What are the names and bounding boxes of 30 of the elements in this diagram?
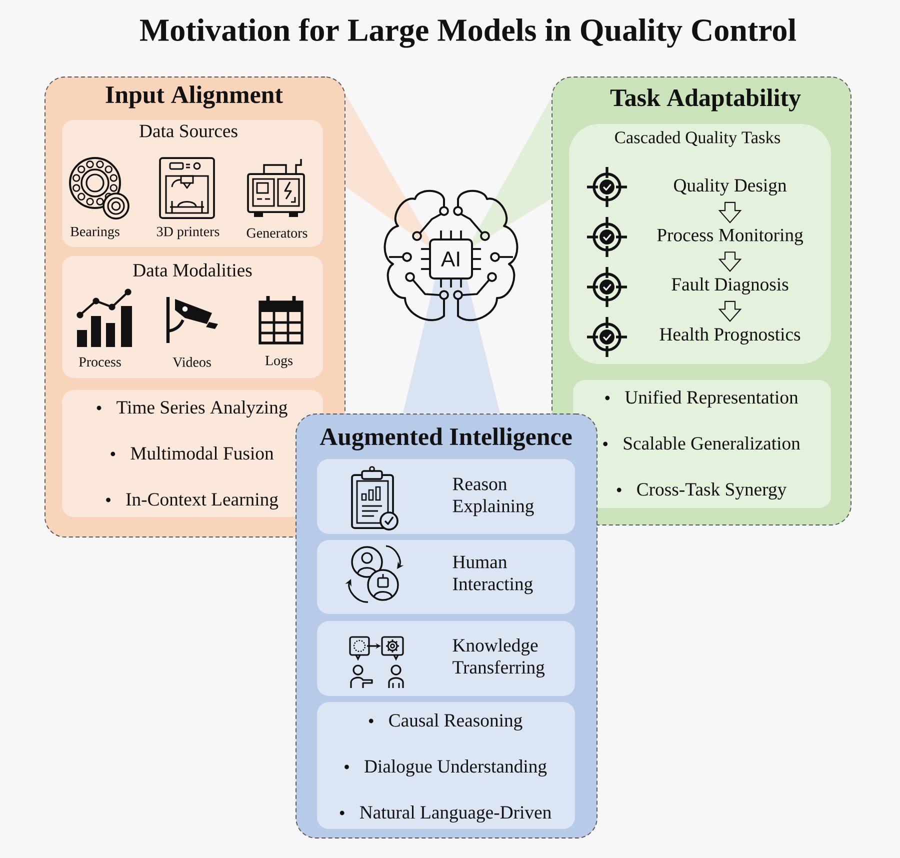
- list-item: Dialogue Understanding: [364, 760, 547, 777]
- arrow: [718, 252, 742, 272]
- feature-label: Knowledge Transferring: [452, 638, 545, 678]
- arrow: [718, 202, 742, 224]
- list-item: Unified Representation: [625, 390, 798, 408]
- diagram-title: Motivation for Large Models in Quality Control: [140, 18, 796, 48]
- light-beam: [403, 280, 500, 413]
- arrow: [718, 300, 742, 322]
- task-label: Process Monitoring: [657, 228, 804, 246]
- task-label: Health Prognostics: [660, 328, 800, 344]
- icon-caption: 3D printers: [156, 226, 220, 240]
- light-beam: [473, 98, 551, 246]
- list-item: Cross-Task Synergy: [637, 482, 787, 500]
- task-label: Fault Diagnosis: [672, 278, 788, 294]
- task-label: Quality Design: [674, 178, 786, 196]
- icon-caption: Generators: [246, 228, 308, 238]
- feature-label: Human Interacting: [452, 556, 533, 594]
- icon-caption: Videos: [172, 357, 211, 367]
- icon-caption: Bearings: [70, 226, 120, 240]
- ai-chip: AI: [429, 238, 473, 280]
- list-item: Scalable Generalization: [624, 436, 800, 450]
- list-item: Causal Reasoning: [389, 714, 522, 731]
- icon-caption: Process: [79, 357, 121, 367]
- icon-caption: Logs: [265, 356, 292, 368]
- feature-label: Reason Explaining: [452, 478, 534, 516]
- list-item: Time Series Analyzing: [116, 400, 288, 418]
- list-item: In-Context Learning: [126, 493, 278, 510]
- light-beam: [346, 95, 429, 246]
- list-item: Natural Language-Driven: [360, 806, 552, 823]
- list-item: Multimodal Fusion: [130, 446, 274, 460]
